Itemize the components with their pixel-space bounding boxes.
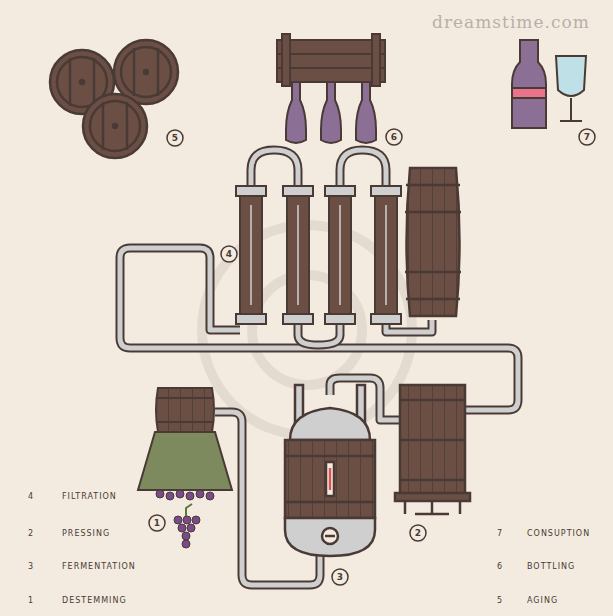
bottling-rack: [277, 34, 385, 143]
step-number: 7: [497, 530, 503, 538]
callout-number: 1: [154, 519, 160, 528]
press: [395, 385, 470, 514]
step-number: 3: [28, 563, 34, 571]
callout-number: 5: [172, 134, 178, 143]
step-name: PRESSING: [62, 530, 110, 538]
callout-number: 2: [415, 529, 421, 538]
step-name: AGING: [527, 597, 558, 605]
step-number: 4: [28, 493, 34, 501]
callout-number: 4: [226, 250, 232, 259]
callout-number: 6: [391, 133, 397, 142]
watermark: dreamstime.com: [432, 14, 590, 31]
destemmer: [138, 388, 232, 548]
barrels: [50, 40, 178, 158]
step-number: 1: [28, 597, 34, 605]
callout-number: 3: [337, 573, 343, 582]
pipes: [120, 150, 518, 585]
step-name: DESTEMMING: [62, 597, 127, 605]
fermenter: [285, 385, 375, 556]
step-number: 6: [497, 563, 503, 571]
callout-number: 7: [584, 133, 590, 142]
step-name: CONSUPTION: [527, 530, 590, 538]
step-number: 2: [28, 530, 34, 538]
step-name: BOTTLING: [527, 563, 575, 571]
storage-barrel: [405, 168, 461, 316]
step-name: FERMENTATION: [62, 563, 136, 571]
step-number: 5: [497, 597, 503, 605]
filter-columns: [236, 186, 401, 324]
bottle-and-glass: [512, 40, 586, 128]
callout-circles: [149, 129, 595, 585]
step-name: FILTRATION: [62, 493, 117, 501]
